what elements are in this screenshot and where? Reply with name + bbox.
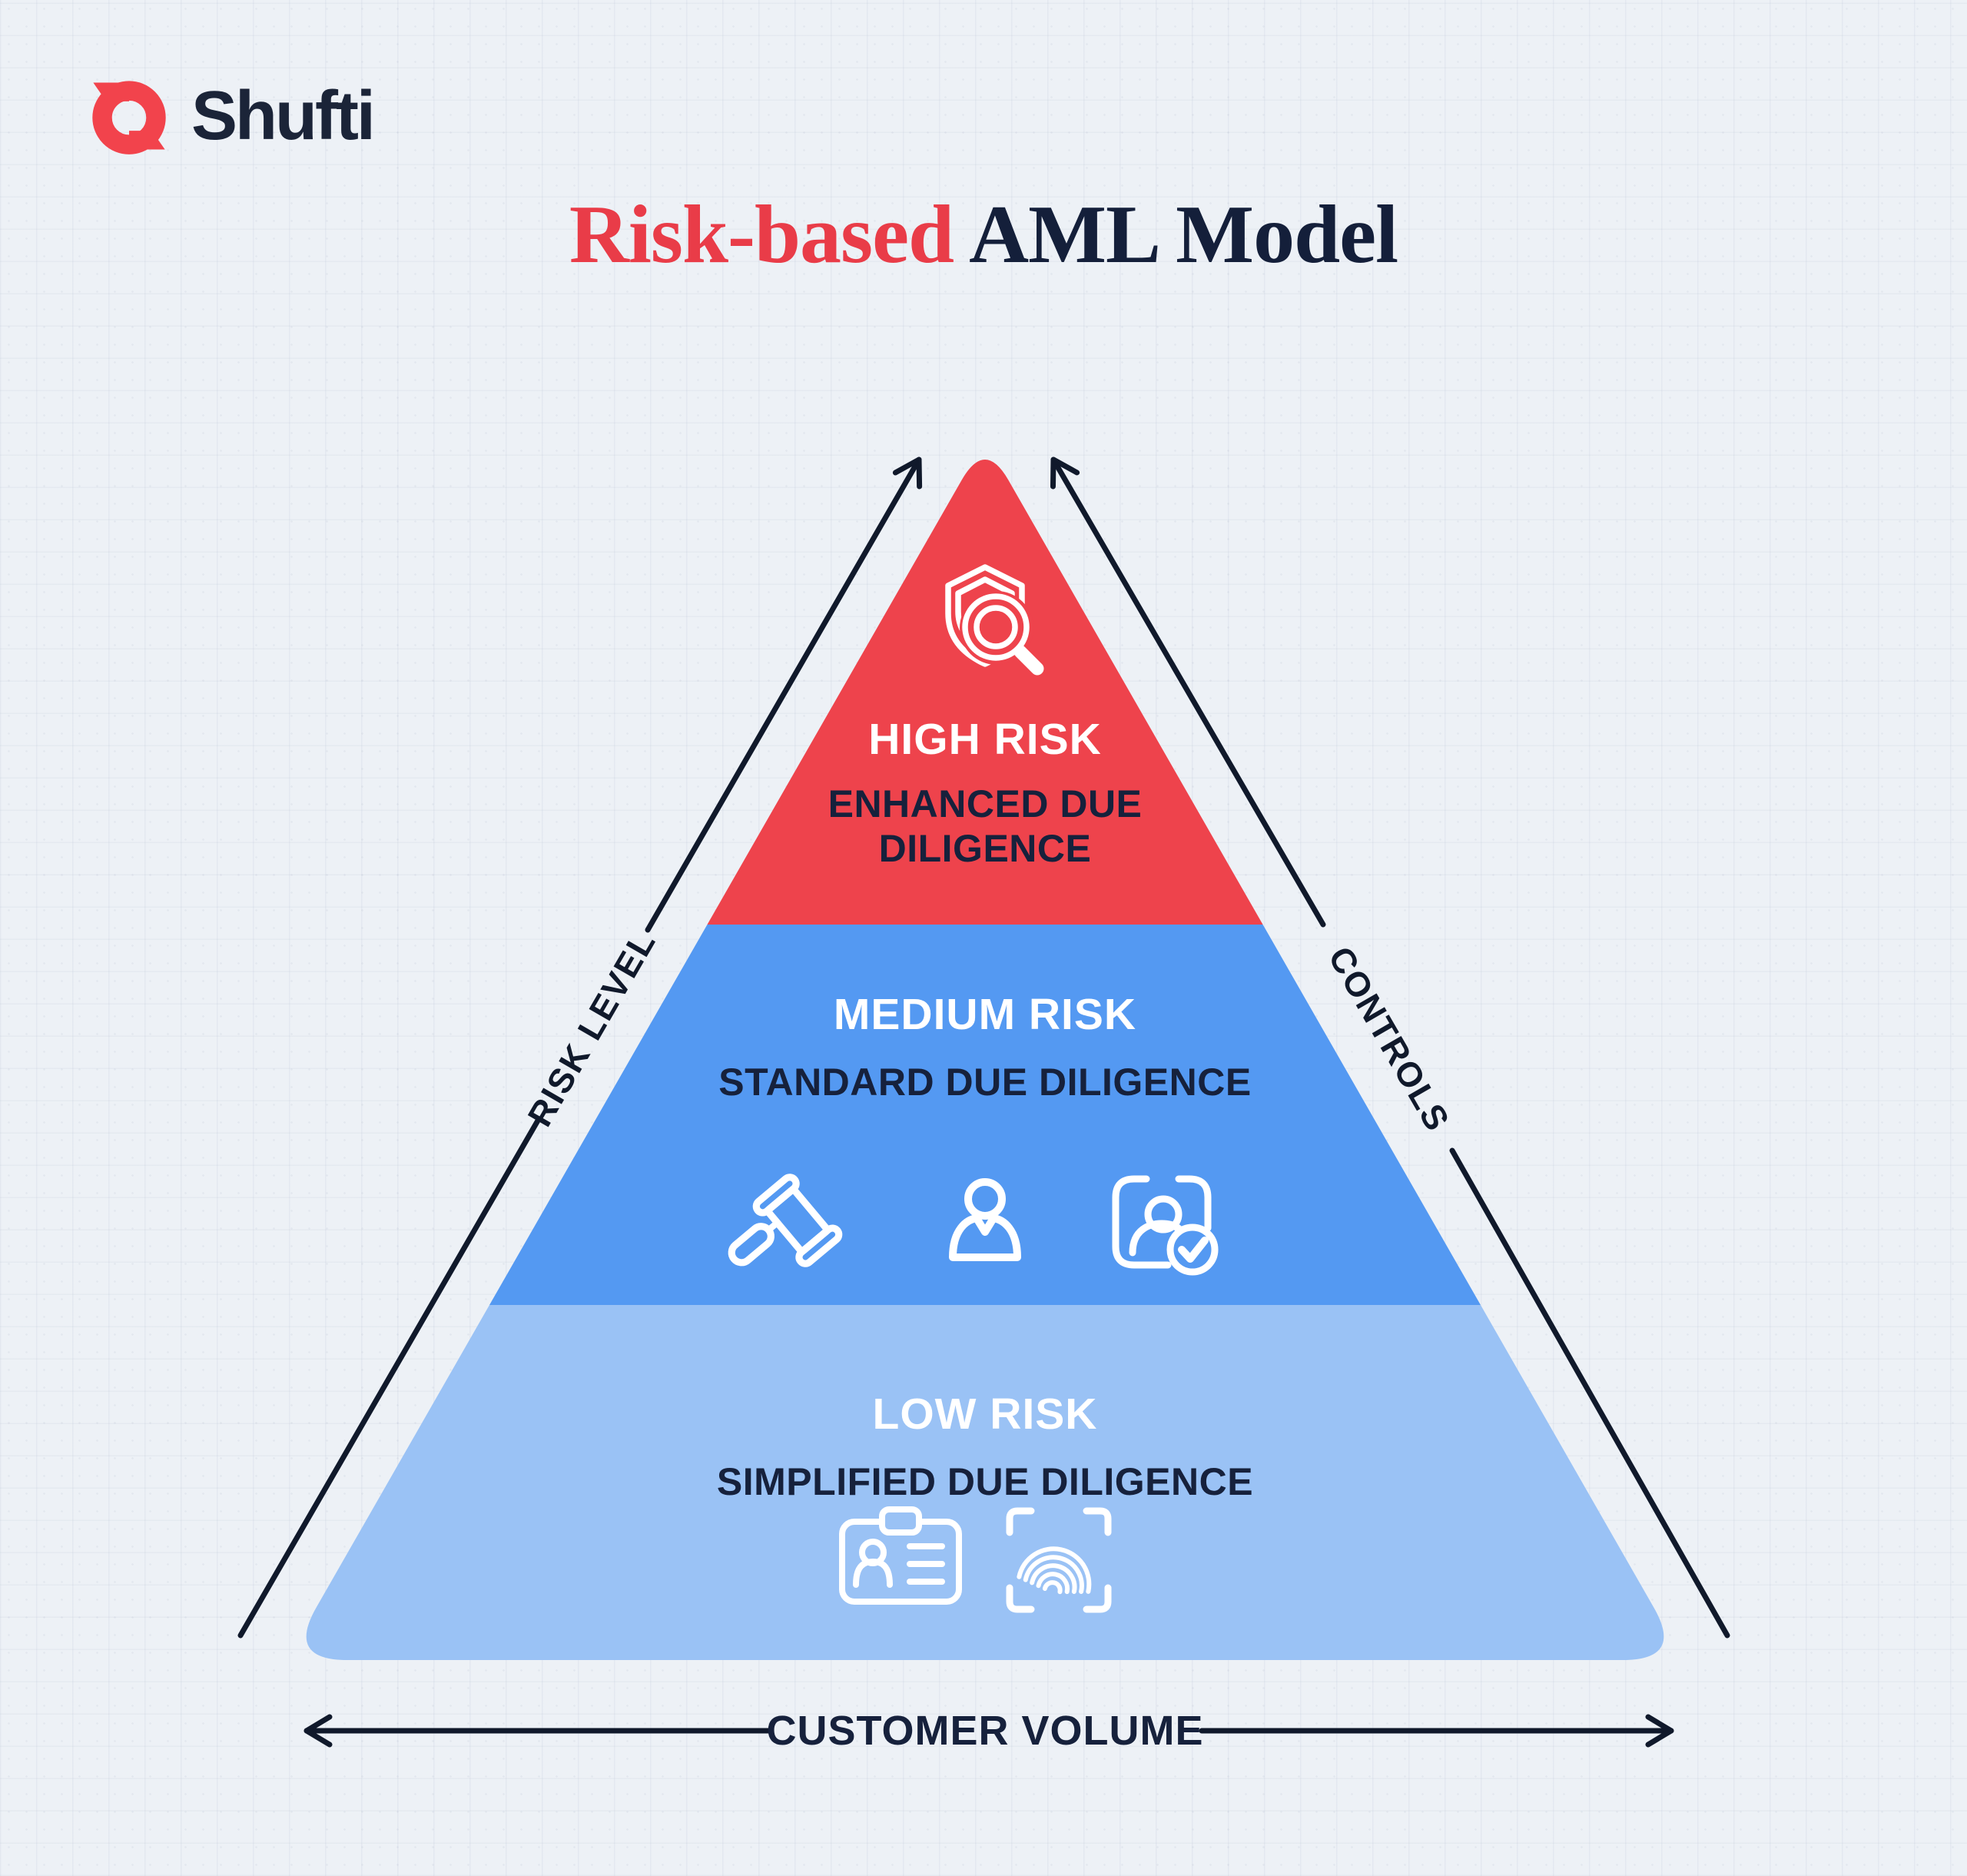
shield-magnifier-icon — [945, 564, 1044, 676]
medium-risk-label: MEDIUM RISK — [834, 990, 1136, 1039]
title-rest: AML Model — [969, 189, 1398, 281]
medium-risk-sublabel: STANDARD DUE DILIGENCE — [718, 1061, 1251, 1104]
person-icon — [949, 1178, 1021, 1261]
brand-logo: Shufti — [88, 75, 376, 157]
high-risk-sublabel-line1: ENHANCED DUE — [828, 782, 1143, 825]
page-title: Risk-based AML Model — [0, 188, 1967, 283]
fingerprint-scan-icon — [1006, 1507, 1112, 1613]
id-verification-icon — [1112, 1175, 1219, 1276]
low-risk-sublabel: SIMPLIFIED DUE DILIGENCE — [717, 1460, 1253, 1503]
risk-level-line-lower — [237, 1117, 541, 1639]
risk-level-line-upper — [645, 457, 923, 933]
brand-name: Shufti — [191, 78, 376, 154]
gavel-icon — [728, 1174, 843, 1267]
controls-line-upper — [1050, 457, 1326, 928]
shufti-ring-icon — [92, 81, 166, 154]
controls-line-lower — [1449, 1147, 1730, 1639]
tier-medium-risk — [306, 925, 1664, 1305]
low-risk-label: LOW RISK — [873, 1390, 1098, 1439]
tier-low-risk — [306, 1305, 1664, 1660]
id-card-icon — [839, 1506, 962, 1605]
customer-volume-axis-label: CUSTOMER VOLUME — [766, 1708, 1203, 1754]
title-highlight: Risk-based — [569, 189, 954, 281]
high-risk-sublabel-line2: DILIGENCE — [879, 827, 1092, 870]
high-risk-label: HIGH RISK — [868, 715, 1102, 764]
